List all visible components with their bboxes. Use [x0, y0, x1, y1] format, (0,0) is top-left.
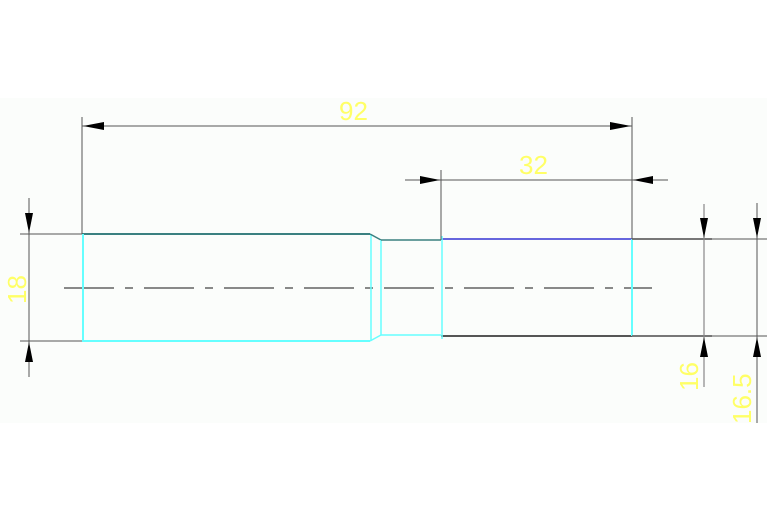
chamfer-step — [369, 233, 382, 342]
dimension-label-92: 92 — [339, 96, 368, 126]
dimension-label-16-5: 16.5 — [727, 373, 757, 424]
left-cylinder — [82, 233, 372, 342]
dimension-label-18: 18 — [2, 275, 32, 304]
neck-section — [381, 239, 441, 336]
right-cylinder — [441, 236, 712, 339]
dimension-16-5 — [712, 203, 767, 423]
dimension-32 — [405, 170, 668, 240]
dimension-92 — [81, 117, 633, 239]
dimension-16 — [700, 204, 708, 387]
dimension-18 — [20, 198, 82, 377]
dimension-label-32: 32 — [519, 150, 548, 180]
dimension-label-16: 16 — [674, 362, 704, 391]
drawing-canvas — [0, 98, 767, 423]
